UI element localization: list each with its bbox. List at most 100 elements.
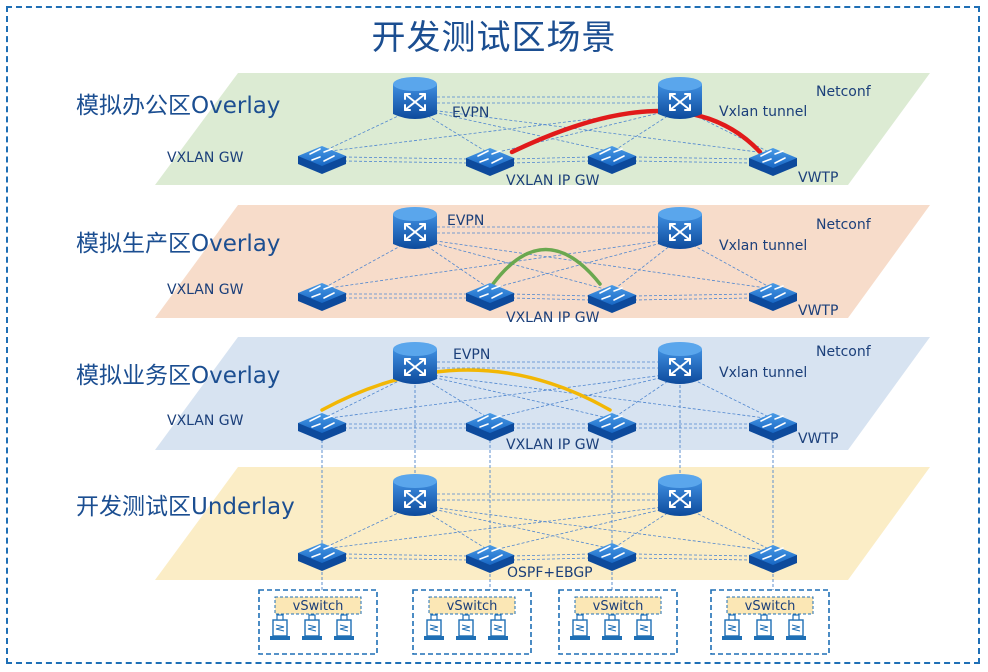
leaf-switch-icon	[588, 413, 636, 441]
mesh-link	[414, 107, 613, 153]
scene-frame	[6, 6, 980, 664]
production-vwtp-label: VWTP	[798, 303, 839, 319]
leaf-switch-icon	[588, 543, 636, 571]
business-netconf-label: Netconf	[816, 344, 871, 360]
leaf-switch-icon	[466, 283, 514, 311]
underlay-protocol-label: OSPF+EBGP	[507, 565, 593, 581]
virtual-machine-icon	[722, 614, 742, 640]
production-evpn-label: EVPN	[447, 213, 485, 229]
layer-title-business: 模拟业务区Overlay	[76, 363, 281, 389]
office-vwtp-label: VWTP	[798, 170, 839, 186]
leaf-switch-icon	[749, 283, 797, 311]
office-vxlan-tunnel-label: Vxlan tunnel	[719, 104, 808, 120]
leaf-switch-icon	[298, 543, 346, 571]
office-evpn-label: EVPN	[452, 105, 490, 121]
production-vxlan-tunnel-label: Vxlan tunnel	[719, 238, 808, 254]
leaf-link	[343, 156, 469, 160]
mesh-link	[414, 372, 774, 420]
vswitch-group-0: vSwitch	[258, 589, 378, 655]
mesh-link	[611, 107, 681, 153]
production-vxlan-ip-gw-label: VXLAN IP GW	[506, 310, 600, 326]
spine-switch-icon	[658, 474, 702, 516]
plane-office	[155, 73, 930, 185]
vxlan-tunnel-arc	[320, 368, 612, 412]
vswitch-label: vSwitch	[447, 599, 498, 614]
business-vwtp-label: VWTP	[798, 431, 839, 447]
business-vxlan-ip-gw-label: VXLAN IP GW	[506, 437, 600, 453]
plane-production	[155, 205, 930, 318]
leaf-switch-icon	[749, 148, 797, 176]
mesh-link	[321, 237, 681, 290]
leaf-link	[633, 297, 752, 301]
mesh-link	[611, 372, 681, 420]
leaf-switch-icon	[298, 146, 346, 174]
leaf-switch-icon	[749, 413, 797, 441]
vswitch-group-3: vSwitch	[710, 589, 830, 655]
spine-switch-icon	[393, 474, 437, 516]
virtual-machine-icon	[570, 614, 590, 640]
leaf-link	[511, 160, 591, 164]
mesh-link	[489, 237, 681, 290]
layer-title-production: 模拟生产区Overlay	[76, 231, 281, 257]
leaf-switch-icon	[749, 545, 797, 573]
leaf-switch-icon	[466, 413, 514, 441]
virtual-machine-icon	[456, 614, 476, 640]
spine-switch-icon	[393, 207, 437, 249]
mesh-link	[414, 237, 774, 290]
spine-switch-icon	[658, 77, 702, 119]
leaf-link	[511, 293, 591, 297]
virtual-machine-icon	[302, 614, 322, 640]
production-netconf-label: Netconf	[816, 217, 871, 233]
business-vxlan-gw-label: VXLAN GW	[167, 413, 244, 429]
plane-underlay	[155, 467, 930, 580]
virtual-machine-icon	[334, 614, 354, 640]
business-evpn-label: EVPN	[453, 347, 491, 363]
layer-title-underlay: 开发测试区Underlay	[76, 494, 295, 520]
leaf-switch-icon	[298, 283, 346, 311]
leaf-link	[343, 557, 469, 561]
vswitch-group-2: vSwitch	[558, 589, 678, 655]
mesh-link	[321, 504, 681, 550]
virtual-machine-icon	[424, 614, 444, 640]
office-vxlan-ip-gw-label: VXLAN IP GW	[506, 173, 600, 189]
leaf-link	[633, 293, 752, 297]
leaf-link	[511, 557, 591, 561]
layer-title-office: 模拟办公区Overlay	[76, 93, 281, 119]
spine-switch-icon	[393, 77, 437, 119]
virtual-machine-icon	[270, 614, 290, 640]
leaf-link	[633, 160, 752, 164]
leaf-link	[633, 156, 752, 160]
mesh-link	[414, 504, 613, 550]
vswitch-label: vSwitch	[745, 599, 796, 614]
page-title: 开发测试区场景	[371, 18, 617, 58]
virtual-machine-icon	[488, 614, 508, 640]
vswitch-label: vSwitch	[293, 599, 344, 614]
leaf-link	[511, 553, 591, 557]
leaf-switch-icon	[466, 545, 514, 573]
vxlan-tunnel-arc	[491, 247, 602, 286]
leaf-switch-icon	[588, 146, 636, 174]
mesh-link	[414, 372, 613, 420]
mesh-link	[414, 504, 774, 552]
virtual-machine-icon	[634, 614, 654, 640]
leaf-link	[511, 297, 591, 301]
leaf-link	[633, 553, 752, 557]
virtual-machine-icon	[754, 614, 774, 640]
leaf-switch-icon	[588, 285, 636, 313]
leaf-switch-icon	[298, 413, 346, 441]
spine-switch-icon	[658, 342, 702, 384]
mesh-link	[611, 237, 681, 292]
leaf-link	[511, 156, 591, 160]
mesh-link	[414, 107, 774, 155]
virtual-machine-icon	[786, 614, 806, 640]
office-netconf-label: Netconf	[816, 84, 871, 100]
spine-switch-icon	[393, 342, 437, 384]
spine-switch-icon	[658, 207, 702, 249]
vswitch-label: vSwitch	[593, 599, 644, 614]
leaf-switch-icon	[466, 148, 514, 176]
virtual-machine-icon	[602, 614, 622, 640]
business-vxlan-tunnel-label: Vxlan tunnel	[719, 365, 808, 381]
plane-business	[155, 337, 930, 450]
mesh-link	[611, 504, 681, 550]
leaf-link	[343, 160, 469, 164]
